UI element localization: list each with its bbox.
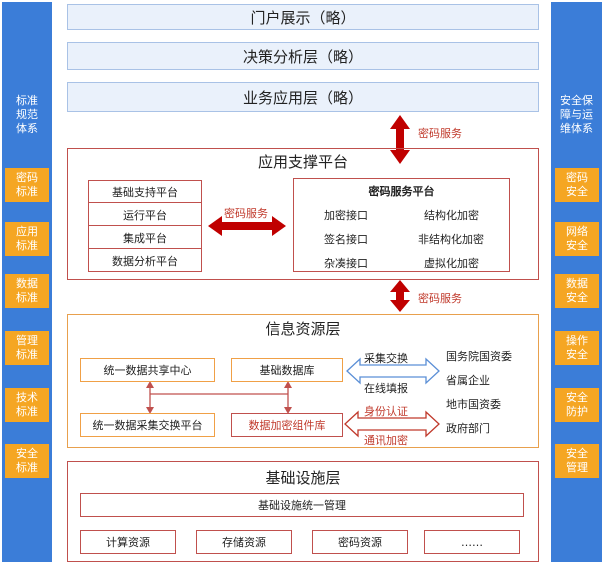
right-sidebar-title: 安全保 障与运 维体系: [560, 94, 593, 135]
left-item-data-standard: 数据 标准: [5, 274, 49, 308]
box-data-sharing-center: 统一数据共享中心: [80, 358, 215, 382]
left-sidebar-standards: 标准 规范 体系 密码 标准 应用 标准 数据 标准 管理 标准 技术 标准 安…: [2, 2, 52, 562]
info-resource-title: 信息资源层: [265, 320, 341, 338]
left-item-crypto-standard: 密码 标准: [5, 168, 49, 202]
left-sidebar-title: 标准 规范 体系: [16, 94, 38, 135]
app-support-title: 应用支撑平台: [257, 153, 348, 171]
right-sidebar-security: 安全保 障与运 维体系 密码 安全 网络 安全 数据 安全 操作 安全 安全 防…: [551, 2, 602, 562]
right-item-operation-security: 操作 安全: [555, 331, 599, 365]
right-item-security-protection: 安全 防护: [555, 388, 599, 422]
crypto-service-arrow-1: [390, 115, 410, 164]
info-resource-layer: [67, 314, 539, 448]
item-runtime-platform: 运行平台: [89, 204, 201, 226]
box-data-collection-platform: 统一数据采集交换平台: [80, 413, 215, 437]
right-item-security-management: 安全 管理: [555, 444, 599, 478]
source-provincial-enterprises: 省属企业: [446, 374, 490, 387]
crypto-item-hash-api: 杂凑接口: [324, 257, 368, 270]
security-arrow: [344, 410, 440, 438]
crypto-service-arrow-2: [390, 280, 410, 312]
crypto-platform-title: 密码服务平台: [368, 185, 435, 198]
source-sasac: 国务院国资委: [446, 350, 512, 363]
crypto-service-label-2: 密码服务: [418, 292, 462, 305]
infrastructure-layer: [67, 461, 539, 562]
app-support-platform: [67, 148, 539, 280]
left-item-app-standard: 应用 标准: [5, 222, 49, 256]
exchange-arrow: [346, 357, 440, 385]
crypto-item-encrypt-api: 加密接口: [324, 209, 368, 222]
info-connectors: [146, 381, 292, 414]
infra-more-resources: ……: [424, 530, 520, 554]
box-basic-database: 基础数据库: [231, 358, 343, 382]
crypto-item-unstructured-encrypt: 非结构化加密: [418, 233, 484, 246]
box-data-encryption-library: 数据加密组件库: [231, 413, 343, 437]
crypto-service-label-3: 密码服务: [224, 207, 268, 220]
infra-crypto-resources: 密码资源: [312, 530, 408, 554]
label-comm-encryption: 通讯加密: [364, 434, 408, 447]
label-online-fill: 在线填报: [364, 382, 408, 395]
label-identity-auth: 身份认证: [364, 405, 408, 418]
infra-compute-resources: 计算资源: [80, 530, 176, 554]
infra-unified-management: 基础设施统一管理: [80, 493, 524, 517]
infra-storage-resources: 存储资源: [196, 530, 292, 554]
crypto-item-sign-api: 签名接口: [324, 233, 368, 246]
crypto-service-platform: [293, 178, 510, 272]
item-basic-support: 基础支持平台: [89, 181, 201, 203]
right-item-data-security: 数据 安全: [555, 274, 599, 308]
left-item-security-standard: 安全 标准: [5, 444, 49, 478]
crypto-item-structured-encrypt: 结构化加密: [424, 209, 479, 222]
source-municipal-sasac: 地市国资委: [446, 398, 501, 411]
crypto-item-virtual-encrypt: 虚拟化加密: [424, 257, 479, 270]
app-support-left-group: [88, 180, 202, 272]
crypto-service-label-1: 密码服务: [418, 127, 462, 140]
source-government-departments: 政府部门: [446, 422, 490, 435]
item-integration-platform: 集成平台: [89, 227, 201, 249]
crypto-service-arrow-3: [208, 216, 286, 236]
layer-business-application: 业务应用层（略）: [67, 82, 539, 112]
label-collect-exchange: 采集交换: [364, 352, 408, 365]
left-item-mgmt-standard: 管理 标准: [5, 331, 49, 365]
left-item-tech-standard: 技术 标准: [5, 388, 49, 422]
layer-portal: 门户展示（略）: [67, 4, 539, 30]
right-item-network-security: 网络 安全: [555, 222, 599, 256]
right-item-crypto-security: 密码 安全: [555, 168, 599, 202]
item-data-analysis-platform: 数据分析平台: [89, 250, 201, 271]
layer-decision-analysis: 决策分析层（略）: [67, 42, 539, 70]
infrastructure-title: 基础设施层: [265, 469, 341, 487]
